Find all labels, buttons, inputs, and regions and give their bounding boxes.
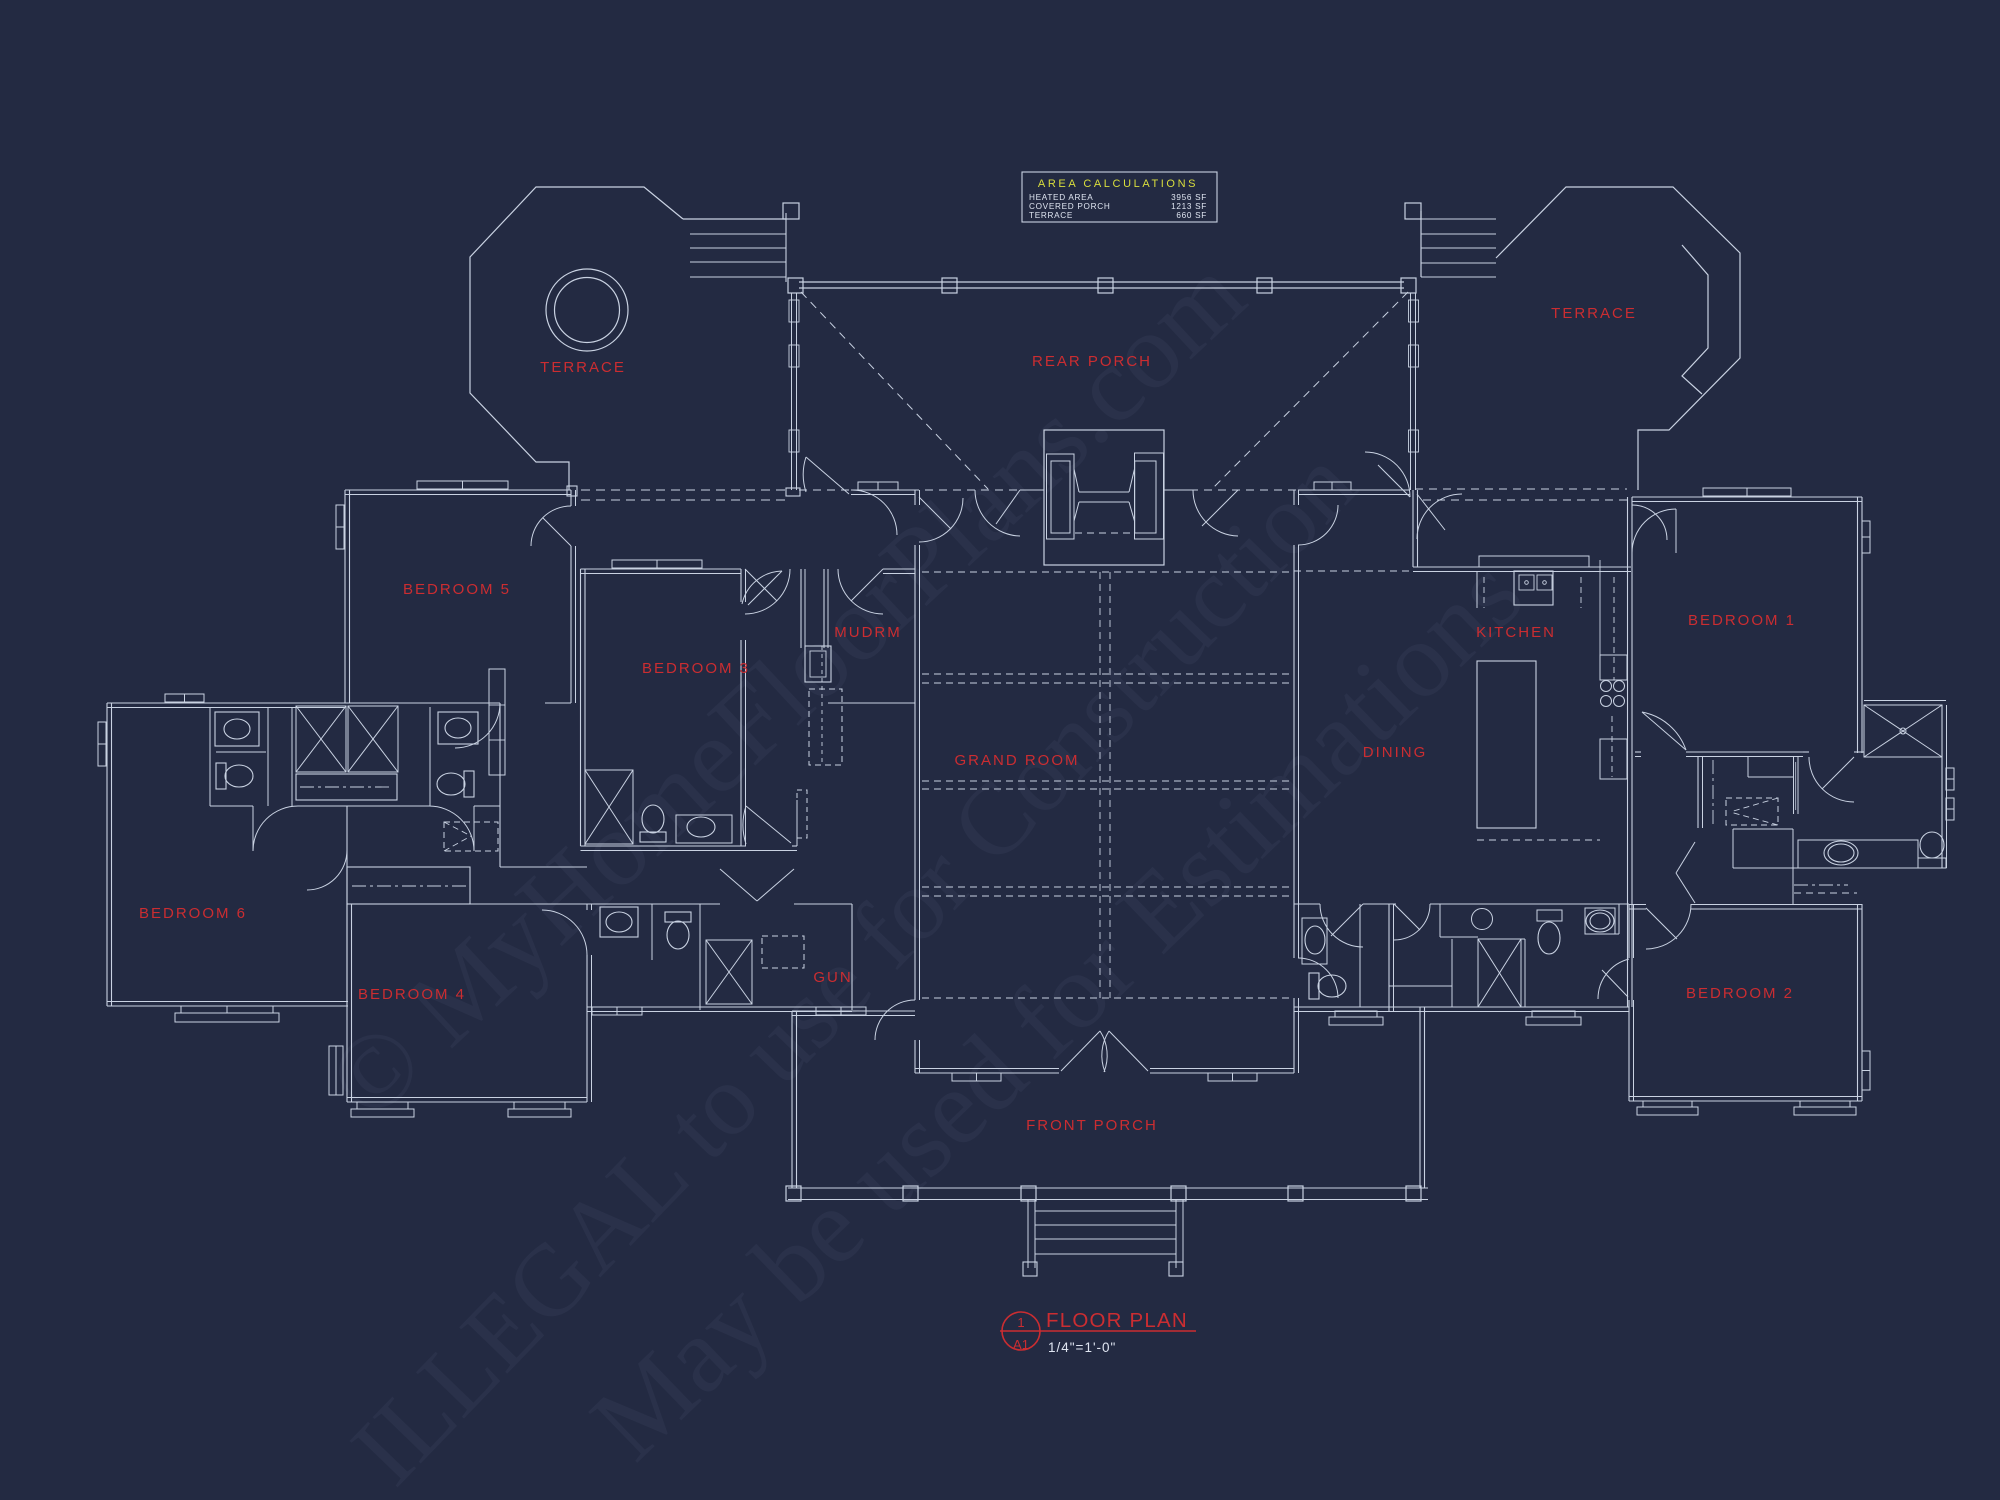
svg-text:660 SF: 660 SF: [1176, 211, 1207, 220]
svg-text:GUN: GUN: [813, 969, 852, 986]
svg-text:HEATED AREA: HEATED AREA: [1029, 193, 1093, 202]
svg-text:TERRACE: TERRACE: [1029, 211, 1073, 220]
svg-text:BEDROOM 2: BEDROOM 2: [1686, 985, 1794, 1002]
svg-text:3956 SF: 3956 SF: [1171, 193, 1207, 202]
svg-text:1213 SF: 1213 SF: [1171, 202, 1207, 211]
svg-text:BEDROOM 1: BEDROOM 1: [1688, 612, 1796, 629]
svg-text:1: 1: [1017, 1315, 1024, 1330]
svg-text:TERRACE: TERRACE: [540, 359, 626, 376]
svg-text:A1: A1: [1013, 1337, 1029, 1352]
svg-text:MUDRM: MUDRM: [834, 624, 902, 641]
svg-text:BEDROOM 4: BEDROOM 4: [358, 986, 466, 1003]
svg-text:DINING: DINING: [1363, 744, 1428, 761]
svg-text:BEDROOM 3: BEDROOM 3: [642, 660, 750, 677]
svg-text:COVERED PORCH: COVERED PORCH: [1029, 202, 1110, 211]
svg-text:BEDROOM 5: BEDROOM 5: [403, 581, 511, 598]
svg-text:KITCHEN: KITCHEN: [1476, 624, 1556, 641]
svg-text:1/4"=1'-0": 1/4"=1'-0": [1048, 1340, 1116, 1355]
svg-text:FLOOR PLAN: FLOOR PLAN: [1046, 1309, 1188, 1332]
svg-text:REAR PORCH: REAR PORCH: [1032, 353, 1152, 370]
svg-text:FRONT PORCH: FRONT PORCH: [1026, 1117, 1158, 1134]
svg-text:GRAND ROOM: GRAND ROOM: [955, 752, 1080, 769]
svg-text:BEDROOM 6: BEDROOM 6: [139, 905, 247, 922]
svg-text:AREA CALCULATIONS: AREA CALCULATIONS: [1038, 178, 1198, 190]
svg-text:TERRACE: TERRACE: [1551, 305, 1637, 322]
